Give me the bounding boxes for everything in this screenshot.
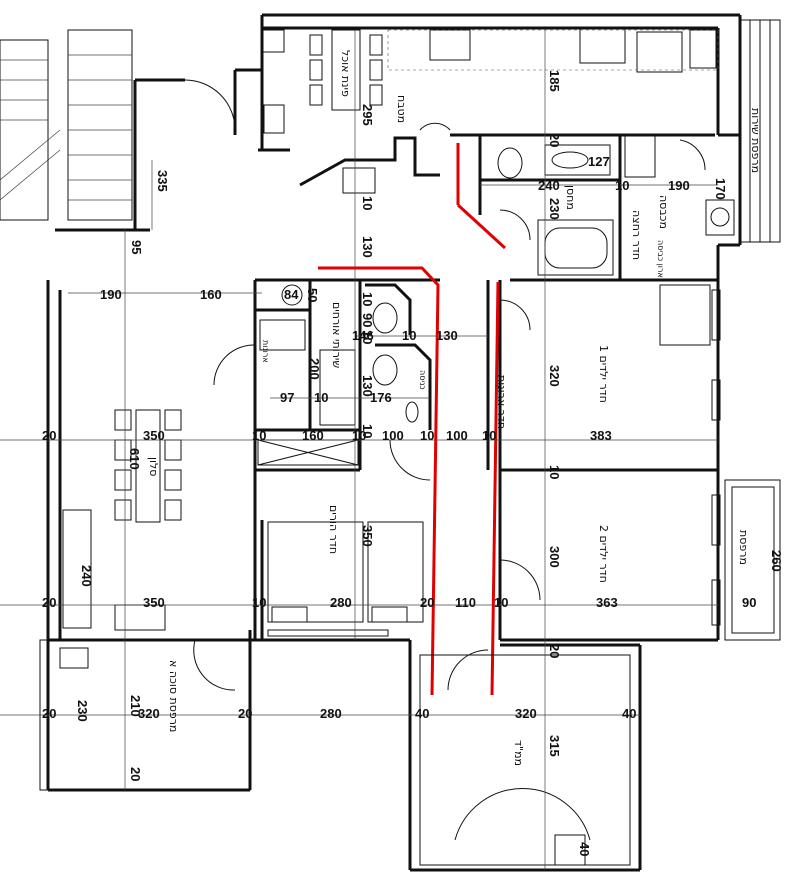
dim-misc-240: 240	[79, 565, 94, 587]
dimension-numbers: 190 160 146 10 130 97 10 176 20 350 10 1…	[42, 70, 784, 856]
dim-misc-610: 610	[127, 448, 142, 470]
dim-h4-1: 350	[143, 428, 165, 443]
dim-h5-8: 90	[742, 595, 756, 610]
dim-misc-170: 170	[713, 178, 728, 200]
dim-h6-5: 320	[515, 706, 537, 721]
dim-h5-6: 10	[494, 595, 508, 610]
room-safe-room: ממ"ד	[512, 740, 525, 766]
dim-h5-2: 10	[252, 595, 266, 610]
dim-v2-7: 315	[547, 735, 562, 757]
room-wardrobe: ארונות	[261, 340, 270, 363]
dim-v2-5: 300	[547, 546, 562, 568]
dim-v1-2: 130	[360, 236, 375, 258]
dim-misc-84: 84	[284, 287, 299, 302]
room-sukkah-balcony: מרפסת סוכה א	[167, 660, 180, 732]
dim-v3-0: 335	[155, 170, 170, 192]
dim-tr-2: 190	[668, 178, 690, 193]
dim-h2-2: 130	[436, 328, 458, 343]
dim-h4-5: 100	[382, 428, 404, 443]
dim-h6-2: 20	[238, 706, 252, 721]
dim-h4-2: 10	[252, 428, 266, 443]
dim-v1-1: 10	[360, 196, 375, 210]
room-service-balcony: מרפסת שירות	[749, 108, 762, 173]
dim-misc-40: 40	[577, 842, 592, 856]
dim-h4-6: 10	[420, 428, 434, 443]
room-entry: כניסה	[418, 370, 427, 390]
room-dressing: חדר ארונות	[495, 375, 508, 429]
dim-h5-3: 280	[330, 595, 352, 610]
room-laundry: מכבסה	[657, 195, 670, 229]
dim-misc-127: 127	[588, 154, 610, 169]
room-storage: מחסן	[564, 185, 577, 210]
room-guest-toilet: שירותי אורחים	[330, 302, 343, 368]
dim-h3-1: 10	[314, 390, 328, 405]
dim-tr-1: 10	[615, 178, 629, 193]
dim-h4-0: 20	[42, 428, 56, 443]
dim-h4-8: 10	[482, 428, 496, 443]
dim-h4-4: 10	[352, 428, 366, 443]
dim-h4-3: 160	[302, 428, 324, 443]
staircase	[0, 29, 185, 232]
dim-h6-3: 280	[320, 706, 342, 721]
dim-v2-2: 230	[547, 198, 562, 220]
dim-v1-4: 90	[360, 313, 375, 327]
dim-v1-3: 10	[360, 292, 375, 306]
room-parents: חדר הורים	[327, 505, 340, 554]
room-balcony: מרפסת	[737, 530, 750, 565]
dim-v1-0: 295	[360, 104, 375, 126]
room-kitchen: מטבח	[395, 95, 408, 123]
dim-h6-1: 320	[138, 706, 160, 721]
dim-misc-20: 20	[128, 767, 143, 781]
dim-misc-210: 210	[128, 695, 143, 717]
dim-h1-0: 190	[100, 287, 122, 302]
doors	[184, 79, 706, 841]
dim-v2-0: 185	[547, 70, 562, 92]
dim-h5-4: 20	[420, 595, 434, 610]
dim-v1-8: 350	[360, 525, 375, 547]
dim-h4-9: 383	[590, 428, 612, 443]
dim-v2-3: 320	[547, 365, 562, 387]
dim-v2-1: 20	[547, 133, 562, 147]
room-labels: מטבח פינת אוכל סלון חדר ילדים 1 חדר ילדי…	[147, 50, 762, 766]
dim-misc-260: 260	[769, 550, 784, 572]
fixtures	[59, 27, 735, 866]
dim-h2-0: 146	[352, 328, 374, 343]
dim-v1-6: 200	[307, 358, 322, 380]
dim-v1-7: 10	[360, 424, 375, 438]
dim-v1-5: 10	[360, 330, 375, 344]
dim-v2-6: 20	[547, 644, 562, 658]
dim-h5-1: 350	[143, 595, 165, 610]
dim-h5-5: 110	[455, 595, 476, 610]
dim-tr-0: 240	[538, 178, 560, 193]
dim-misc-130: 130	[360, 375, 375, 397]
room-shower: חדר רחצה	[630, 210, 643, 260]
dim-h6-0: 20	[42, 706, 56, 721]
room-bedroom-2: חדר ילדים 2	[597, 525, 610, 583]
dim-h6-6: 40	[622, 706, 636, 721]
dim-misc-50: 50	[305, 288, 320, 302]
dim-h3-2: 176	[370, 390, 392, 405]
dim-h6-4: 40	[415, 706, 429, 721]
dim-h4-7: 100	[446, 428, 468, 443]
dim-h3-0: 97	[280, 390, 294, 405]
dim-v2-4: 10	[547, 465, 562, 479]
interior-walls	[233, 68, 718, 640]
dim-misc-230: 230	[75, 700, 90, 722]
dim-h1-1: 160	[200, 287, 222, 302]
room-laundry-cabinet: ארון כביסה	[656, 240, 665, 278]
red-markup	[318, 143, 507, 696]
room-bedroom-1: חדר ילדים 1	[597, 345, 610, 403]
dim-v3-1: 95	[129, 240, 144, 254]
room-dining-area: פינת אוכל	[339, 50, 352, 97]
dimension-lines	[0, 30, 718, 870]
dim-h5-7: 363	[596, 595, 618, 610]
dim-h2-1: 10	[402, 328, 416, 343]
dim-h5-0: 20	[42, 595, 56, 610]
room-living: סלון	[147, 457, 160, 476]
